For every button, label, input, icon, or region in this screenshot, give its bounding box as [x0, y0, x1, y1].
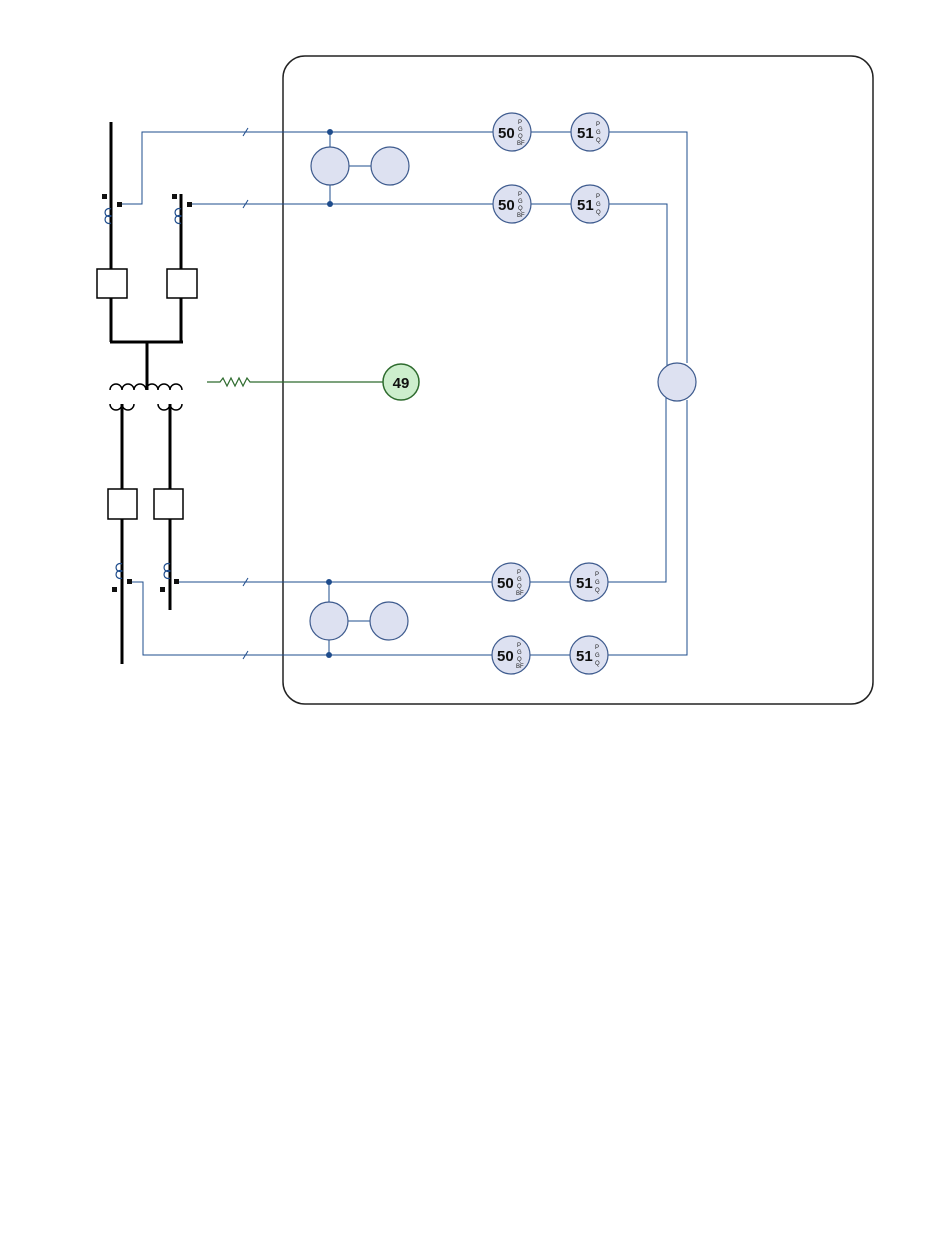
svg-text:51: 51 [576, 575, 593, 592]
svg-text:P: P [596, 194, 600, 200]
lv-breaker-left [108, 489, 137, 519]
svg-text:Q: Q [595, 588, 600, 594]
svg-text:G: G [596, 202, 601, 208]
svg-text:G: G [595, 580, 600, 586]
svg-text:P: P [518, 120, 522, 126]
svg-text:BF: BF [516, 664, 524, 670]
relay-50-hv-phase-a: 50 P G Q BF [493, 113, 531, 151]
svg-text:Q: Q [517, 657, 522, 663]
differential-relay-circle [658, 363, 696, 401]
relay-circle-lv-a [310, 602, 348, 640]
relay-circle-hv-a [311, 147, 349, 185]
svg-text:50: 50 [497, 648, 514, 665]
svg-text:P: P [517, 643, 521, 649]
svg-text:G: G [518, 199, 523, 205]
svg-text:G: G [517, 650, 522, 656]
svg-text:G: G [596, 130, 601, 136]
svg-text:P: P [517, 570, 521, 576]
svg-text:P: P [595, 572, 599, 578]
hv-breaker-left [97, 269, 127, 298]
svg-text:51: 51 [577, 197, 594, 214]
svg-text:50: 50 [497, 575, 514, 592]
relay-circle-lv-b [370, 602, 408, 640]
svg-text:51: 51 [577, 125, 594, 142]
svg-text:Q: Q [596, 138, 601, 144]
thermal-sensor-wiring [207, 378, 384, 386]
rtd-resistor-icon [207, 378, 384, 386]
svg-text:Q: Q [595, 661, 600, 667]
relay-51-lv-phase-b: 51 P G Q [570, 636, 608, 674]
svg-text:51: 51 [576, 648, 593, 665]
relay-circle-hv-b [371, 147, 409, 185]
wire-junctions [326, 129, 333, 658]
svg-text:G: G [595, 653, 600, 659]
svg-text:49: 49 [393, 375, 410, 392]
relay-50-hv-phase-b: 50 P G Q BF [493, 185, 531, 223]
svg-text:Q: Q [518, 206, 523, 212]
relay-enclosure [283, 56, 873, 704]
svg-text:P: P [518, 192, 522, 198]
svg-text:Q: Q [518, 134, 523, 140]
svg-text:BF: BF [516, 591, 524, 597]
svg-text:Q: Q [596, 210, 601, 216]
relay-49-thermal: 49 [383, 364, 419, 400]
relay-51-hv-phase-a: 51 P G Q [571, 113, 609, 151]
relay-51-hv-phase-b: 51 P G Q [571, 185, 609, 223]
svg-text:P: P [595, 645, 599, 651]
ct-polarity-marks [102, 194, 192, 592]
lv-breaker-right [154, 489, 183, 519]
relay-51-lv-phase-a: 51 P G Q [570, 563, 608, 601]
svg-text:G: G [518, 127, 523, 133]
svg-text:P: P [596, 122, 600, 128]
svg-text:BF: BF [517, 141, 525, 147]
svg-text:BF: BF [517, 213, 525, 219]
power-system [97, 122, 197, 664]
hv-breaker-right [167, 269, 197, 298]
svg-text:50: 50 [498, 197, 515, 214]
wire-ct-hv-left [122, 132, 494, 204]
svg-text:G: G [517, 577, 522, 583]
relay-50-lv-phase-b: 50 P G Q BF [492, 636, 530, 674]
svg-text:Q: Q [517, 584, 522, 590]
relay-50-lv-phase-a: 50 P G Q BF [492, 563, 530, 601]
svg-text:50: 50 [498, 125, 515, 142]
